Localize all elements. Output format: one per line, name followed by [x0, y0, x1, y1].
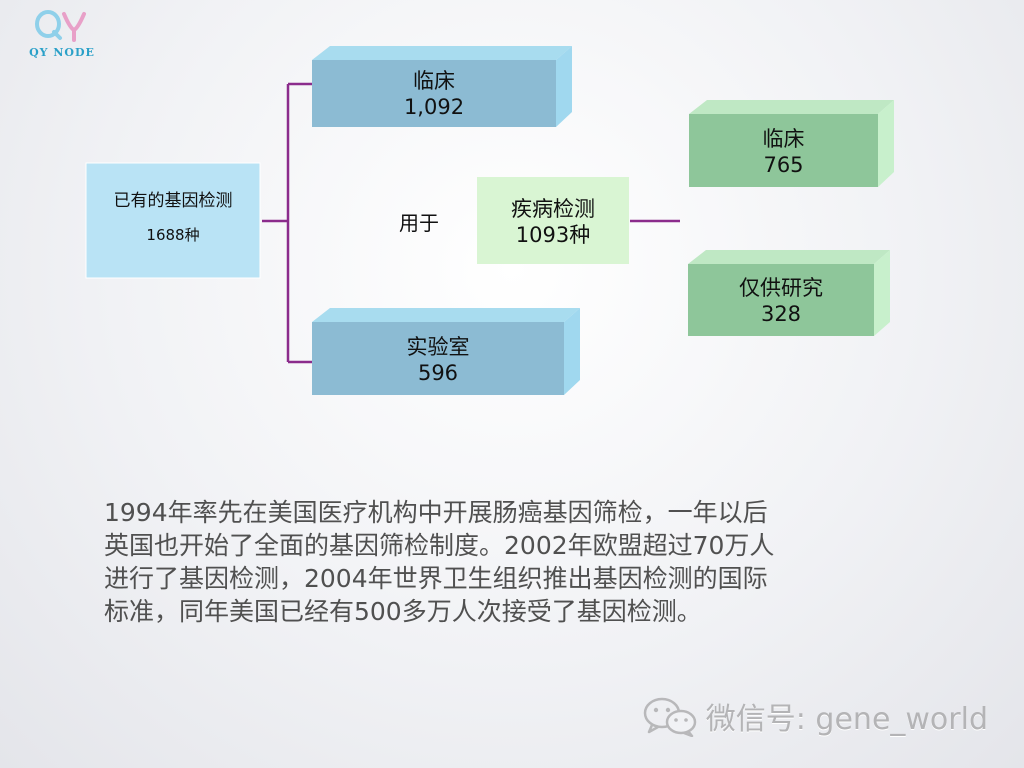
lab-label: 实验室 596: [312, 334, 564, 386]
paragraph-line: 标准，同年美国已经有500多万人次接受了基因检测。: [104, 597, 702, 626]
clinical-use-title: 临床: [762, 127, 805, 151]
clinical-lab-box: [312, 46, 572, 127]
paragraph-line: 英国也开始了全面的基因筛检制度。2002年欧盟超过70万人: [104, 531, 775, 560]
lab-count: 596: [417, 361, 459, 385]
research-only-title: 仅供研究: [739, 276, 823, 300]
clinical-lab-count: 1,092: [403, 95, 465, 119]
clinical-use-count: 765: [763, 153, 804, 177]
clinical-lab-title: 临床: [413, 69, 455, 93]
root-count: 1688种: [146, 226, 200, 244]
root-title: 已有的基因检测: [113, 191, 233, 211]
disease-label: 疾病检测 1093种: [477, 196, 629, 248]
logo: QY NODE: [12, 8, 112, 60]
lab-title: 实验室: [406, 335, 470, 359]
used-for-label: 用于: [399, 211, 439, 235]
root-label: 已有的基因检测 1688种: [86, 190, 260, 246]
research-only-label: 仅供研究 328: [688, 275, 874, 327]
description-paragraph: 1994年率先在美国医疗机构中开展肠癌基因筛检，一年以后 英国也开始了全面的基因…: [104, 496, 924, 628]
watermark-text: 微信号: gene_world: [705, 702, 988, 737]
logo-text: QY NODE: [29, 46, 95, 59]
root-box: [85, 162, 261, 279]
wechat-icon: [643, 697, 697, 737]
paragraph-line: 1994年率先在美国医疗机构中开展肠癌基因筛检，一年以后: [104, 498, 768, 527]
paragraph-line: 进行了基因检测，2004年世界卫生组织推出基因检测的国际: [104, 564, 768, 593]
qy-logo-icon: [35, 10, 86, 42]
connector-lines: [262, 82, 680, 364]
lab-box: [312, 308, 580, 395]
disease-title: 疾病检测: [511, 197, 595, 221]
clinical-lab-label: 临床 1,092: [312, 68, 556, 120]
clinical-use-box: [689, 100, 894, 187]
research-only-count: 328: [760, 302, 802, 326]
research-only-box: [688, 250, 890, 336]
clinical-use-label: 临床 765: [689, 126, 878, 178]
wechat-watermark: 微信号: gene_world: [640, 692, 988, 740]
disease-box: [477, 177, 629, 264]
disease-count: 1093种: [515, 223, 591, 247]
